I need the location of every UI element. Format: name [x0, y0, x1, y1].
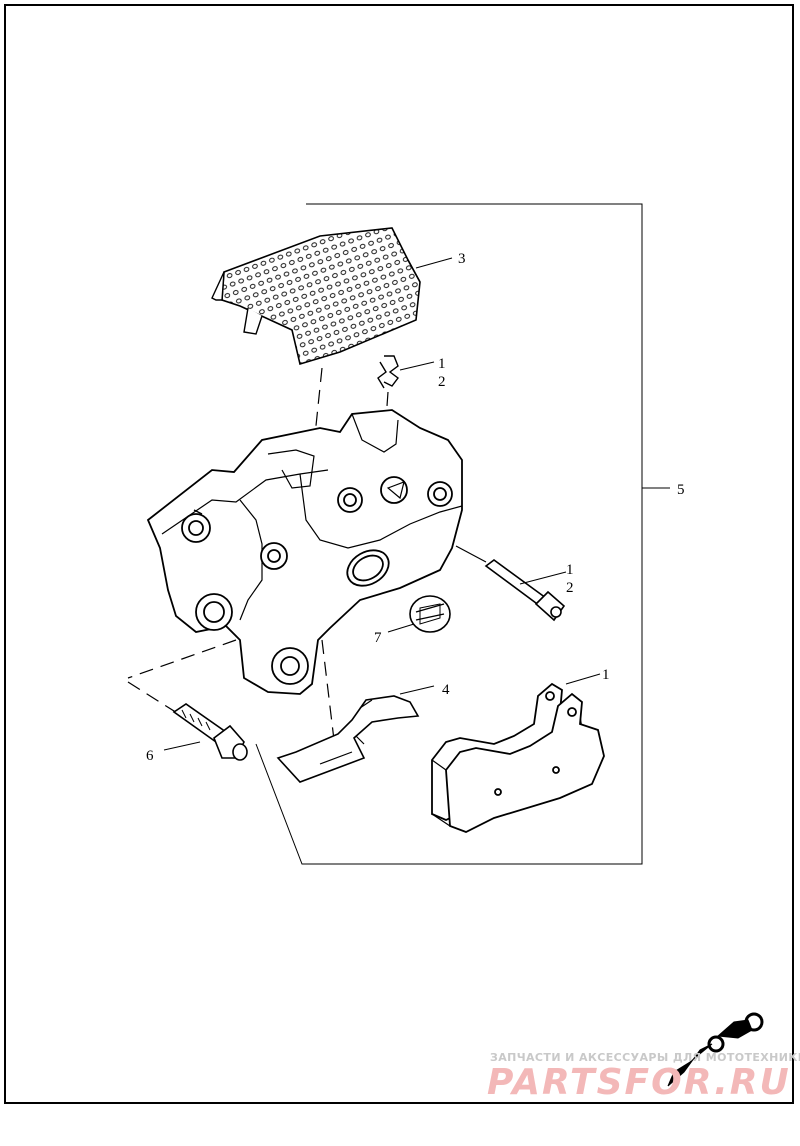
- callout-2-pin: 2: [566, 580, 574, 596]
- medallion-leader: [387, 623, 415, 633]
- heat-shield-leader: [415, 257, 453, 269]
- callout-6: 6: [146, 748, 154, 764]
- medallion: [409, 595, 451, 633]
- pin-bolt-leader: [519, 571, 567, 585]
- kit-bracket: [255, 203, 643, 865]
- watermark-tagline: ЗАПЧАСТИ И АКСЕССУАРЫ ДЛЯ МОТОТЕХНИКИ: [490, 1051, 800, 1064]
- splined-bolt-leader: [163, 741, 201, 751]
- callout-1-pads: 1: [602, 667, 610, 683]
- pad-spring: [276, 695, 420, 783]
- brake-pads: [431, 682, 605, 833]
- callout-3: 3: [458, 251, 466, 267]
- pin-bolt-dash: [455, 545, 487, 563]
- pad-clip-leader: [399, 361, 435, 371]
- heat-shield: [211, 227, 421, 366]
- callout-4: 4: [442, 682, 450, 698]
- splined-bolt: [172, 703, 248, 761]
- callout-7: 7: [374, 630, 382, 646]
- pad-clip: [377, 355, 399, 389]
- pad-spring-leader: [399, 685, 435, 695]
- page-frame: [4, 4, 794, 1104]
- watermark-logo: PARTSFOR.RU: [487, 1062, 791, 1103]
- callout-2-clip: 2: [438, 374, 446, 390]
- watermark-motorcycle-icon: [667, 1012, 764, 1087]
- caliper-body: [146, 409, 463, 695]
- brake-pads-leader: [565, 673, 601, 685]
- callout-1-pin: 1: [566, 562, 574, 578]
- callout-1-clip: 1: [438, 356, 446, 372]
- caliper-pin-bolt: [484, 559, 566, 622]
- callout-5: 5: [677, 482, 685, 498]
